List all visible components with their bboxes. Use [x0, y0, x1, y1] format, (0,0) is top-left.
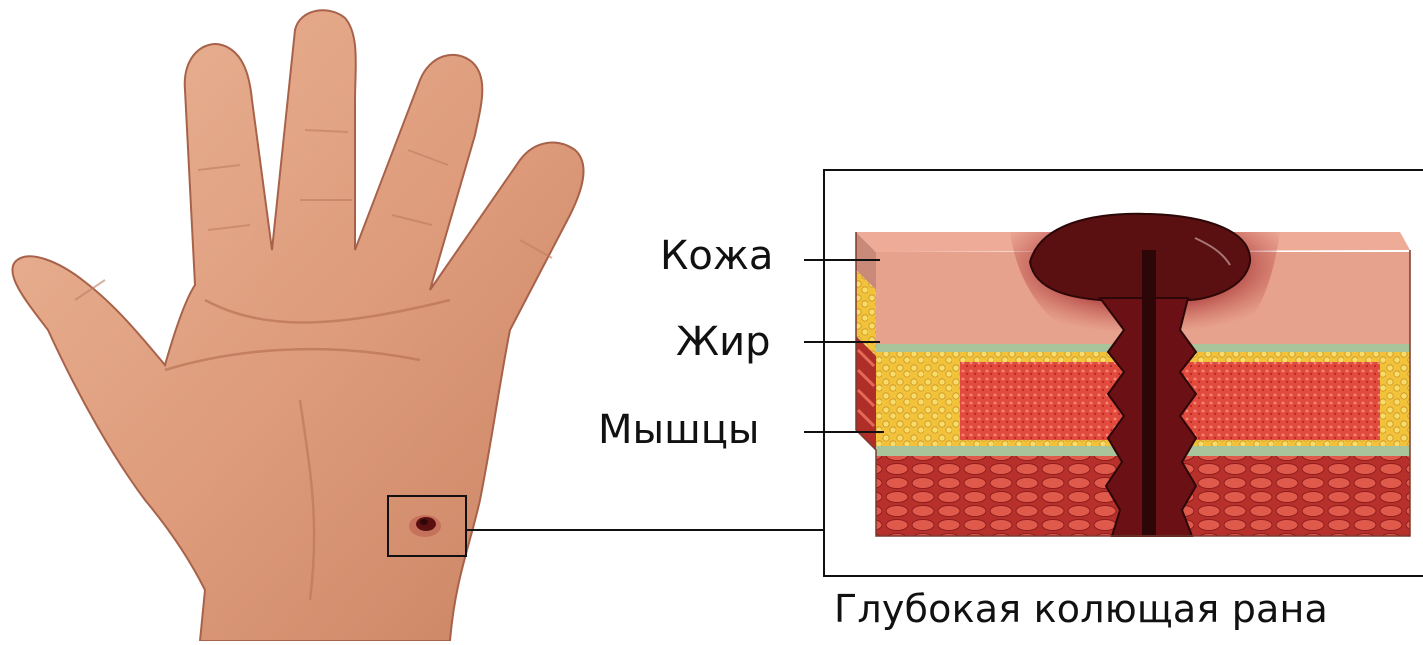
hand-illustration	[12, 10, 583, 641]
diagram-caption: Глубокая колющая рана	[834, 588, 1328, 630]
wound-core	[1142, 250, 1156, 536]
layer-label-skin: Кожа	[660, 236, 773, 276]
palm-wound	[409, 515, 441, 537]
tissue-cross-section	[856, 214, 1410, 536]
layer-label-fat: Жир	[676, 322, 770, 362]
hand-silhouette	[12, 10, 583, 641]
wound-crater	[1030, 214, 1250, 300]
layer-label-muscle: Мышцы	[598, 410, 760, 450]
